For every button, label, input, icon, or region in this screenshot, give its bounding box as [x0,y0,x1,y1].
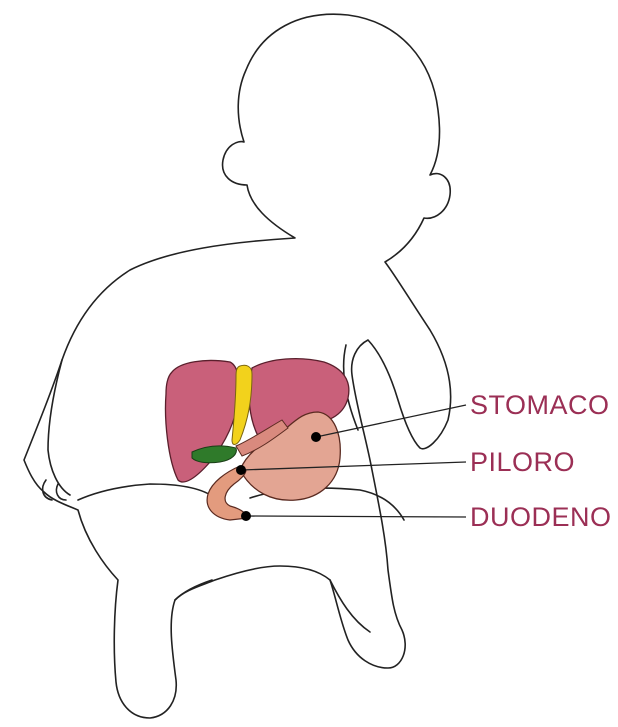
left-hand-outline [43,480,66,500]
leader-line-duodeno [246,516,466,517]
body-outline [24,14,451,718]
baby-silhouette [24,14,451,718]
label-duodeno: DUODENO [470,504,612,531]
label-piloro: PILORO [470,449,575,476]
left-leg-crease [78,484,212,500]
label-stomaco: STOMACO [470,392,610,419]
marker-piloro [236,465,246,475]
marker-duodeno [241,511,251,521]
marker-stomaco [311,432,321,442]
liver-right-lobe [166,360,239,482]
left-arm-outline [48,360,70,495]
right-foot-outline [330,580,370,632]
